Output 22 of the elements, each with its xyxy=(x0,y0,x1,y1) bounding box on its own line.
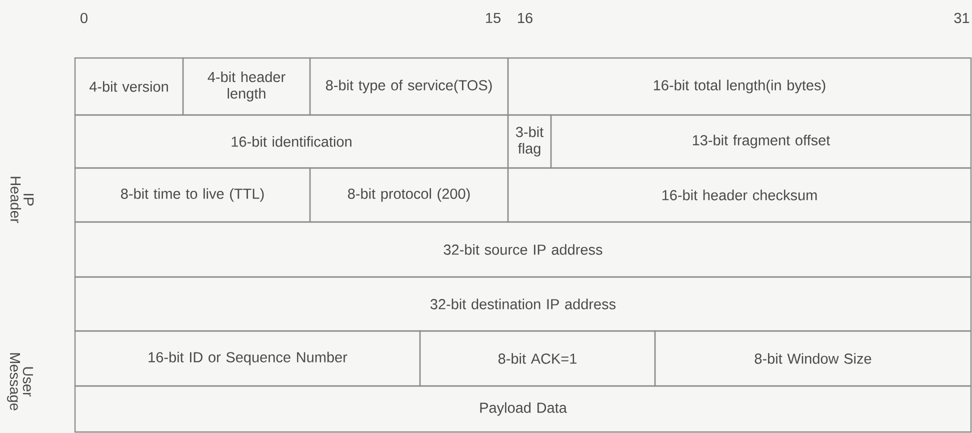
table-cell: 4-bit header length xyxy=(182,57,311,116)
table-cell: 16-bit identification xyxy=(74,114,509,169)
table-cell: 16-bit ID or Sequence Number xyxy=(74,330,421,387)
table-cell: 8-bit Window Size xyxy=(654,330,972,387)
section-label: User Message xyxy=(7,353,33,410)
table-cell: 32-bit destination IP address xyxy=(74,276,972,332)
bit-number: 31 xyxy=(954,12,970,24)
bit-number: 16 xyxy=(518,12,532,24)
table-cell: 13-bit fragment offset xyxy=(550,114,972,169)
table-cell: 8-bit time to live (TTL) xyxy=(74,167,311,223)
bit-number: 15 xyxy=(486,12,500,24)
table-cell: 8-bit protocol (200) xyxy=(309,167,509,223)
table-cell: Payload Data xyxy=(74,385,972,433)
table-cell: 16-bit header checksum xyxy=(507,167,972,223)
table-cell: 4-bit version xyxy=(74,57,184,116)
bit-number: 0 xyxy=(80,12,88,24)
table-cell: 8-bit type of service(TOS) xyxy=(309,57,509,116)
table-cell: 3-bit flag xyxy=(507,114,552,169)
table-cell: 16-bit total length(in bytes) xyxy=(507,57,972,116)
table-cell: 32-bit source IP address xyxy=(74,221,972,278)
table-cell: 8-bit ACK=1 xyxy=(419,330,656,387)
section-label: IP Header xyxy=(10,176,34,224)
